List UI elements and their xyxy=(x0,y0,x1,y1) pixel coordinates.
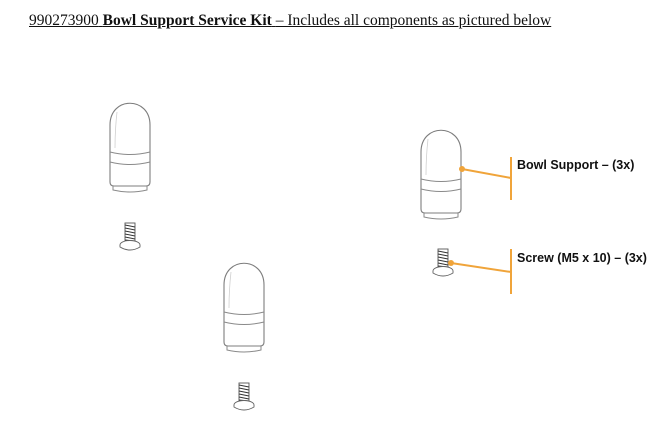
screw-callout-line xyxy=(448,249,512,294)
screw-part xyxy=(119,222,141,251)
bowl-support-part xyxy=(109,102,151,193)
bowl-support-label: Bowl Support – (3x) xyxy=(517,158,635,172)
page-title: 990273900 Bowl Support Service Kit – Inc… xyxy=(29,12,551,30)
screw-part xyxy=(233,382,255,411)
bowl-support-part xyxy=(420,129,462,220)
kit-description: – Includes all components as pictured be… xyxy=(275,12,552,29)
screw-label: Screw (M5 x 10) – (3x) xyxy=(517,251,647,265)
kit-name: Bowl Support Service Kit xyxy=(102,12,272,29)
part-number: 990273900 xyxy=(29,12,99,29)
bowl-support-callout-line xyxy=(459,157,512,200)
bowl-support-part xyxy=(223,262,265,353)
